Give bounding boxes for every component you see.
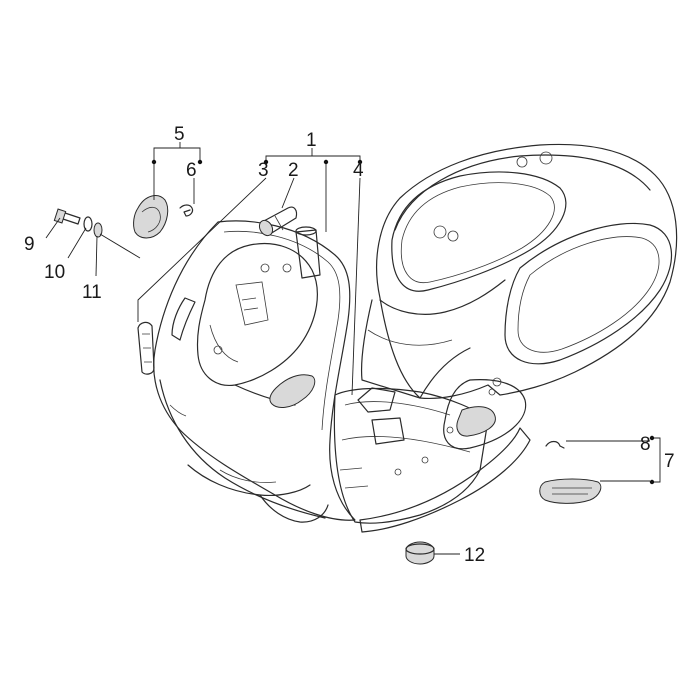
leader-dots (151, 159, 655, 485)
scooter-body-frame (333, 143, 678, 533)
part-3-trim (137, 321, 155, 375)
part-6-clip (179, 204, 194, 217)
leader-dot (151, 159, 157, 165)
part-10-washer (83, 216, 93, 232)
leader-dot (649, 435, 655, 441)
part-9-bolt (53, 208, 81, 225)
leader-dot (263, 159, 269, 165)
part-7-strip (539, 478, 602, 504)
callout-labels: 1 2 3 4 5 6 7 8 9 10 11 12 (24, 124, 675, 566)
callout-11: 11 (82, 282, 102, 303)
leg-shield (153, 220, 356, 523)
leader-dot (649, 479, 655, 485)
leader-dot (357, 159, 363, 165)
leader-dot (197, 159, 203, 165)
callout-3: 3 (258, 160, 269, 181)
callout-10: 10 (44, 262, 65, 283)
callout-5: 5 (174, 124, 185, 145)
leader-lines (45, 142, 661, 555)
callout-1: 1 (306, 130, 317, 151)
callout-7: 7 (664, 451, 675, 472)
part-12-grommet (405, 541, 435, 565)
callout-2: 2 (288, 160, 299, 181)
callout-8: 8 (640, 434, 651, 455)
callout-12: 12 (464, 545, 485, 566)
part-8-clip (545, 440, 565, 449)
part-5-badge (133, 195, 169, 239)
part-2-sleeve (258, 206, 298, 237)
callout-4: 4 (353, 160, 364, 181)
part-11-nut (93, 222, 103, 238)
callout-9: 9 (24, 234, 35, 255)
leader-dot (323, 159, 329, 165)
callout-6: 6 (186, 160, 197, 181)
